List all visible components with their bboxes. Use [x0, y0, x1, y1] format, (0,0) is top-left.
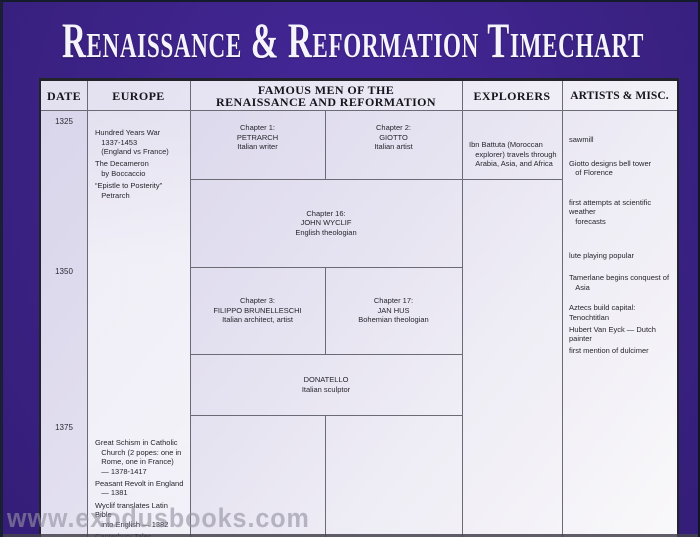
date-label: 1350: [55, 267, 73, 276]
header-artists-misc: ARTISTS & MISC.: [562, 81, 677, 110]
famous-cell-giotto: Chapter 2: GIOTTO Italian artist: [325, 110, 462, 179]
chapter-label: Chapter 17:: [373, 296, 414, 306]
person-role: Italian writer: [237, 142, 278, 152]
title-band: Renaissance & Reformation Timechart: [3, 2, 698, 78]
artists-misc-item: Giotto designs bell tower of Florence: [569, 158, 652, 178]
europe-event: Wyclif translates Latin Bible into Engli…: [95, 500, 169, 529]
europe-column: Hundred Years War 1337-1453 (England vs …: [87, 110, 190, 537]
timechart-table: DATE EUROPE FAMOUS MEN OF THE RENAISSANC…: [39, 78, 679, 537]
date-column: 1325 1350 1375: [41, 110, 87, 537]
person-role: Italian artist: [374, 142, 413, 152]
person-role: Italian architect, artist: [222, 315, 293, 325]
chapter-label: Chapter 2:: [375, 123, 412, 132]
page-title: Renaissance & Reformation Timechart: [61, 12, 645, 68]
europe-event: Peasant Revolt in England — 1381: [95, 478, 184, 498]
famous-cell-petrarch: Chapter 1: PETRARCH Italian writer: [190, 110, 325, 179]
grid-line: [41, 110, 677, 111]
date-label: 1325: [55, 117, 73, 126]
grid-line: [325, 267, 326, 354]
person-name: JOHN WYCLIF: [300, 218, 352, 228]
europe-events-1325: Hundred Years War 1337-1453 (England vs …: [95, 128, 186, 203]
artists-misc-item: Tamerlane begins conquest of Asia: [569, 273, 670, 292]
grid-line: [462, 81, 463, 537]
explorers-cell-ibn-battuta: Ibn Battuta (Moroccan explorer) travels …: [469, 140, 557, 169]
chapter-label: Chapter 3:: [239, 296, 276, 306]
header-explorers: EXPLORERS: [462, 81, 562, 110]
grid-line: [190, 179, 562, 180]
europe-event: “Epistle to Posterity” Petrarch: [95, 180, 163, 200]
explorers-cell-empty: [462, 179, 562, 537]
date-label: 1375: [55, 423, 73, 432]
grid-line: [562, 81, 563, 537]
famous-cell-empty-right: [325, 415, 462, 537]
header-date: DATE: [41, 81, 87, 110]
artists-misc-item: Aztecs build capital: Tenochtitlan: [569, 303, 638, 322]
europe-event: The Decameron by Boccaccio: [95, 159, 149, 178]
person-name: GIOTTO: [379, 132, 408, 142]
chapter-label: Chapter 1:: [239, 123, 276, 132]
watermark: www.exodusbooks.com: [7, 503, 310, 533]
famous-cell-donatello: DONATELLO Italian sculptor: [190, 354, 462, 415]
grid-line: [190, 354, 462, 355]
artists-misc-item: first mention of dulcimer: [569, 345, 649, 355]
artists-misc-item: sawmill: [569, 135, 594, 144]
person-name: FILIPPO BRUNELLESCHI: [213, 305, 302, 315]
famous-cell-john-wyclif: Chapter 16: JOHN WYCLIF English theologi…: [190, 179, 462, 267]
grid-line: [325, 110, 326, 179]
person-name: DONATELLO: [303, 374, 349, 384]
chapter-label: Chapter 16:: [306, 208, 346, 218]
person-role: Italian sculptor: [301, 384, 351, 394]
europe-event: Great Schism in Catholic Church (2 popes…: [95, 438, 182, 476]
scan-bottom-edge: [3, 534, 698, 537]
famous-cell-jan-hus: Chapter 17: JAN HUS Bohemian theologian: [325, 267, 462, 354]
person-role: Bohemian theologian: [358, 315, 429, 325]
person-name: PETRARCH: [236, 132, 279, 142]
artists-misc-item: Hubert Van Eyck — Dutch painter: [569, 324, 659, 344]
europe-event: Hundred Years War 1337-1453 (England vs …: [95, 128, 169, 157]
famous-cell-brunelleschi: Chapter 3: FILIPPO BRUNELLESCHI Italian …: [190, 267, 325, 354]
person-name: JAN HUS: [377, 305, 410, 315]
grid-line: [87, 81, 88, 537]
grid-line: [190, 81, 191, 537]
artists-misc-item: first attempts at scientific weather for…: [569, 197, 652, 226]
grid-line: [190, 415, 462, 416]
grid-line: [190, 267, 462, 268]
artists-misc-item: lute playing popular: [569, 250, 635, 260]
grid-line: [325, 415, 326, 537]
header-famous-men: FAMOUS MEN OF THE RENAISSANCE AND REFORM…: [190, 81, 462, 110]
header-europe: EUROPE: [87, 81, 190, 110]
person-role: English theologian: [295, 227, 357, 237]
